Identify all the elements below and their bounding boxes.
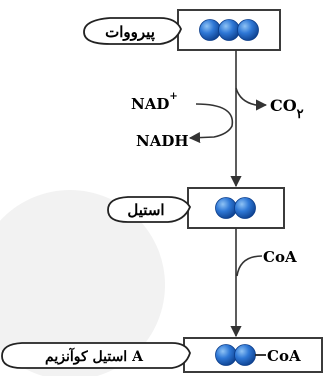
carbon-sphere (218, 19, 240, 41)
carbon-sphere (215, 344, 237, 366)
acetyl-molecule (215, 197, 256, 219)
nadh-label: NADH (136, 132, 189, 150)
pyruvate-label-bubble (83, 17, 182, 45)
pyruvate-label: پیرووات (105, 23, 155, 42)
carbon-sphere (234, 344, 256, 366)
acetyl-coa-molecule (215, 344, 266, 366)
carbon-sphere (199, 19, 221, 41)
acetyl-label: استیل (127, 201, 164, 219)
acetyl-coa-label: استیل کوآنزیم A (45, 347, 144, 365)
acetyl-coa-suffix: CoA (267, 347, 301, 365)
acetyl-coa-label-bubble (1, 342, 191, 369)
pyruvate-molecule (199, 19, 259, 41)
acetyl-label-bubble (107, 196, 192, 223)
coa-input-curve (236, 255, 263, 277)
background-watermark (0, 190, 165, 376)
carbon-sphere (234, 197, 256, 219)
co2-release-arrow (235, 87, 268, 111)
co2-label: CO۲ (270, 96, 304, 122)
carbon-sphere (237, 19, 259, 41)
carbon-sphere (215, 197, 237, 219)
coa-input-label: CoA (263, 248, 297, 266)
nad-label: NAD+ (131, 91, 178, 113)
nad-reduction-arrow (188, 103, 234, 144)
